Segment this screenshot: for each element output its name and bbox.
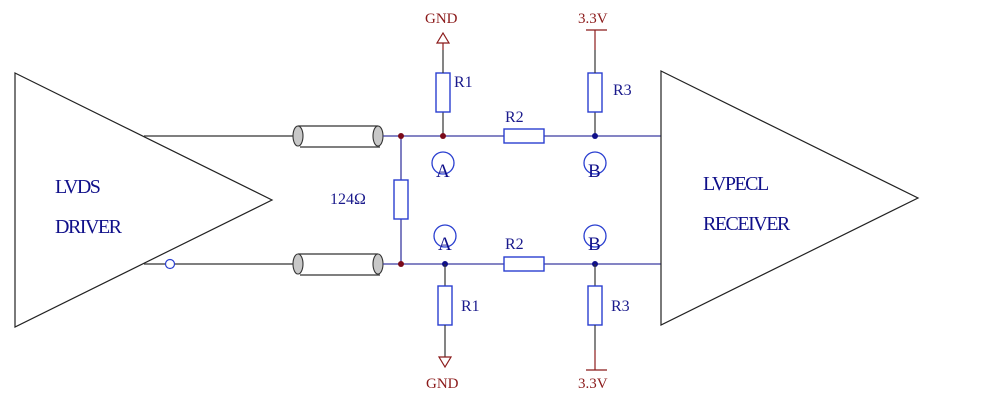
probe-a-label: A	[438, 234, 452, 255]
gnd-label: GND	[426, 376, 459, 392]
receiver-triangle	[660, 70, 920, 326]
gnd-label: GND	[425, 11, 458, 27]
r1-label: R1	[454, 74, 473, 91]
driver-label-line1: LVDS	[55, 176, 100, 198]
receiver-label-line1: LVPECL	[703, 173, 769, 195]
resistor-r2-bottom	[503, 256, 545, 272]
termination-resistor: 124Ω	[330, 136, 409, 264]
resistor-r1-bottom	[437, 285, 453, 326]
top-branch: GND R1 R2 3.3V R3 A B	[425, 11, 632, 182]
r2-label: R2	[505, 109, 524, 126]
probe-a-label: A	[436, 161, 450, 182]
probe-b-label: B	[588, 234, 601, 255]
coax-cable-bottom	[292, 253, 384, 276]
resistor-r1-top	[435, 72, 451, 113]
junction-dot	[592, 133, 598, 139]
r3-label: R3	[613, 82, 632, 99]
r3-label: R3	[611, 298, 630, 315]
coax-cable-top	[292, 125, 384, 148]
ground-symbol	[437, 356, 453, 369]
driver-label-line2: DRIVER	[55, 216, 123, 238]
probe-b-top	[583, 151, 607, 175]
resistor-r3-bottom	[587, 285, 603, 326]
resistor-r2-top	[503, 128, 545, 144]
r1-label: R1	[461, 298, 480, 315]
ground-symbol	[435, 31, 451, 44]
probe-a-top	[431, 151, 455, 175]
r2-label: R2	[505, 236, 524, 253]
bottom-branch: A B R2 GND R1 3.3V R3	[426, 224, 630, 392]
supply-label: 3.3V	[578, 376, 608, 392]
termination-value: 124Ω	[330, 191, 366, 208]
lvds-driver: LVDS DRIVER	[14, 72, 274, 328]
junction-dot	[398, 133, 404, 139]
probe-a-bottom	[433, 224, 457, 248]
resistor-r3-top	[587, 72, 603, 113]
lvpecl-receiver: LVPECL RECEIVER	[660, 70, 920, 326]
junction-dot	[398, 261, 404, 267]
probe-b-label: B	[588, 161, 601, 182]
driver-triangle	[14, 72, 274, 328]
supply-label: 3.3V	[578, 11, 608, 27]
inverting-output-bubble	[164, 258, 176, 270]
probe-b-bottom	[583, 224, 607, 248]
junction-dot	[440, 133, 446, 139]
receiver-label-line2: RECEIVER	[703, 213, 791, 235]
